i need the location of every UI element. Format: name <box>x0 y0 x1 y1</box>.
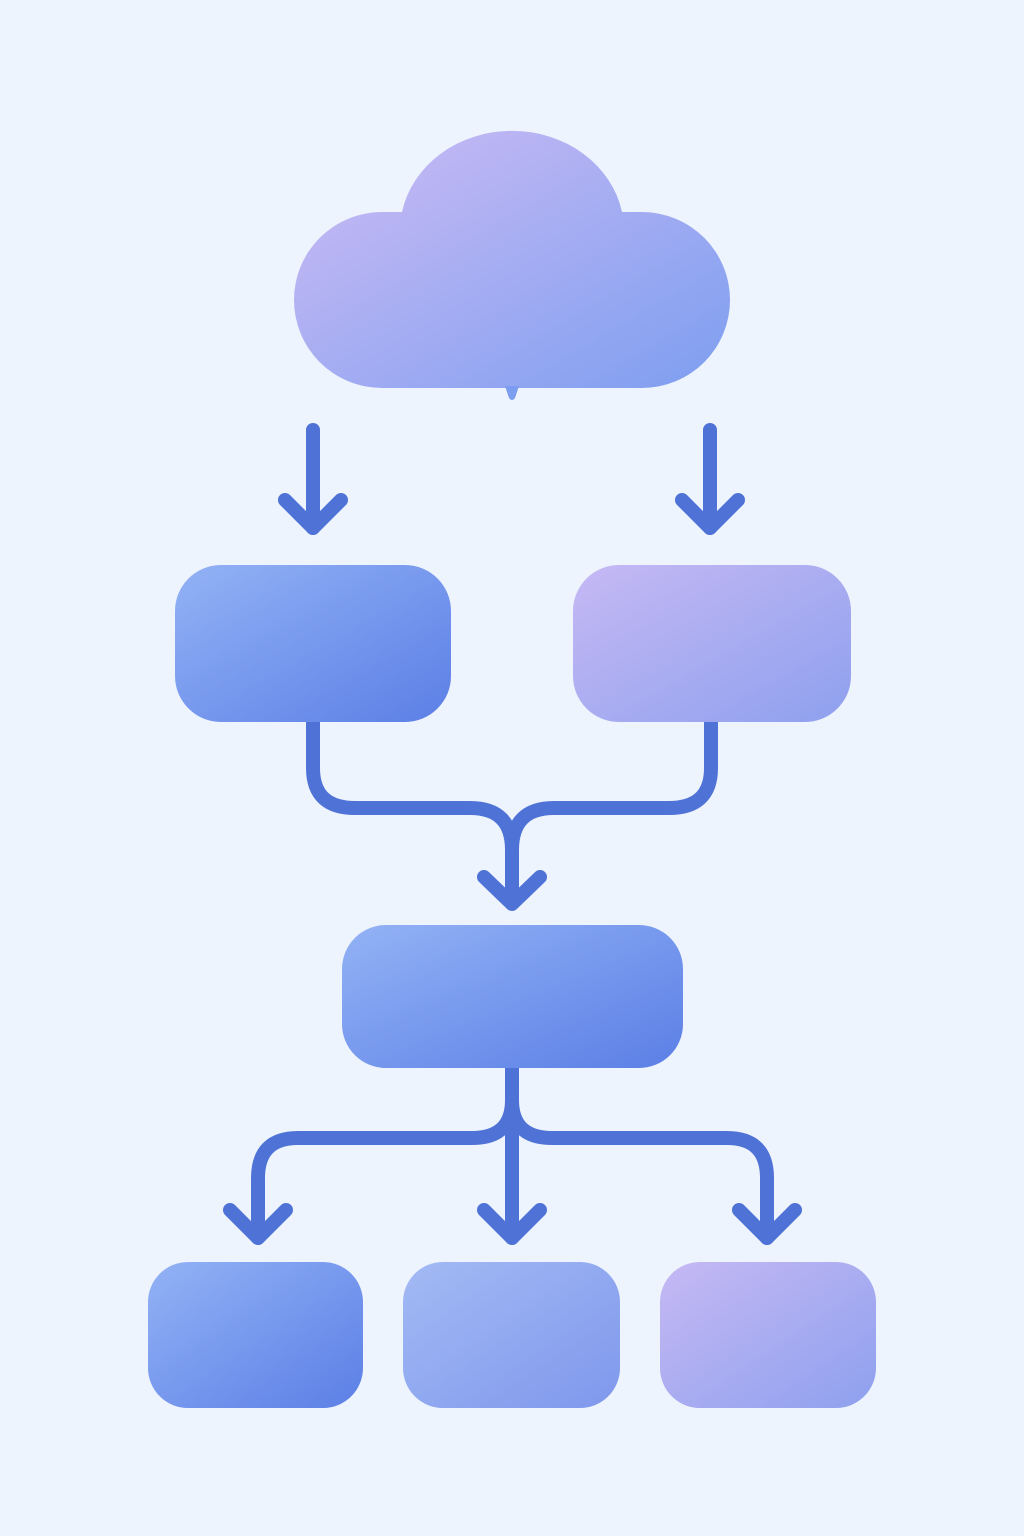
connector-merge-to-center <box>306 715 718 911</box>
bottom-center-node[interactable] <box>403 1262 620 1408</box>
cloud-node[interactable] <box>294 130 730 400</box>
center-node[interactable] <box>342 925 683 1068</box>
bottom-right-node[interactable] <box>660 1262 876 1408</box>
arrow-cloud-to-left <box>278 423 348 535</box>
connector-split-to-bottom <box>223 1061 802 1245</box>
mid-left-node[interactable] <box>175 565 451 722</box>
mid-right-node[interactable] <box>573 565 851 722</box>
bottom-left-node[interactable] <box>148 1262 363 1408</box>
arrow-cloud-to-right <box>675 423 745 535</box>
